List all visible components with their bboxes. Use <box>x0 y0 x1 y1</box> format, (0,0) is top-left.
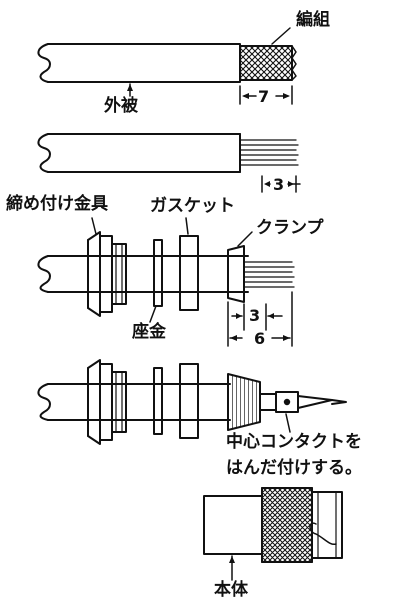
dim-clamp-length: 6 <box>254 329 266 348</box>
dim-conductor-length-2: 3 <box>249 306 261 325</box>
braid-label: 編組 <box>296 10 330 30</box>
dim-conductor-length-1: 3 <box>273 175 285 194</box>
step1-cable <box>37 27 297 105</box>
body-label: 本体 <box>214 580 248 600</box>
center-contact-label-line1: 中心コンタクトを <box>226 432 362 452</box>
step5-body <box>203 487 343 581</box>
clamp-nut-label: 締め付け金具 <box>6 194 108 214</box>
center-contact-label-line2: はんだ付けする。 <box>226 458 362 478</box>
step3-assembly <box>37 217 295 347</box>
jacket-label: 外被 <box>104 96 138 116</box>
step4-assembly <box>37 359 347 445</box>
dim-braid-length: 7 <box>258 87 270 106</box>
step2-cable <box>37 133 301 193</box>
gasket-label: ガスケット <box>150 196 235 216</box>
clamp-label: クランプ <box>256 218 324 238</box>
washer-label: 座金 <box>132 322 166 342</box>
